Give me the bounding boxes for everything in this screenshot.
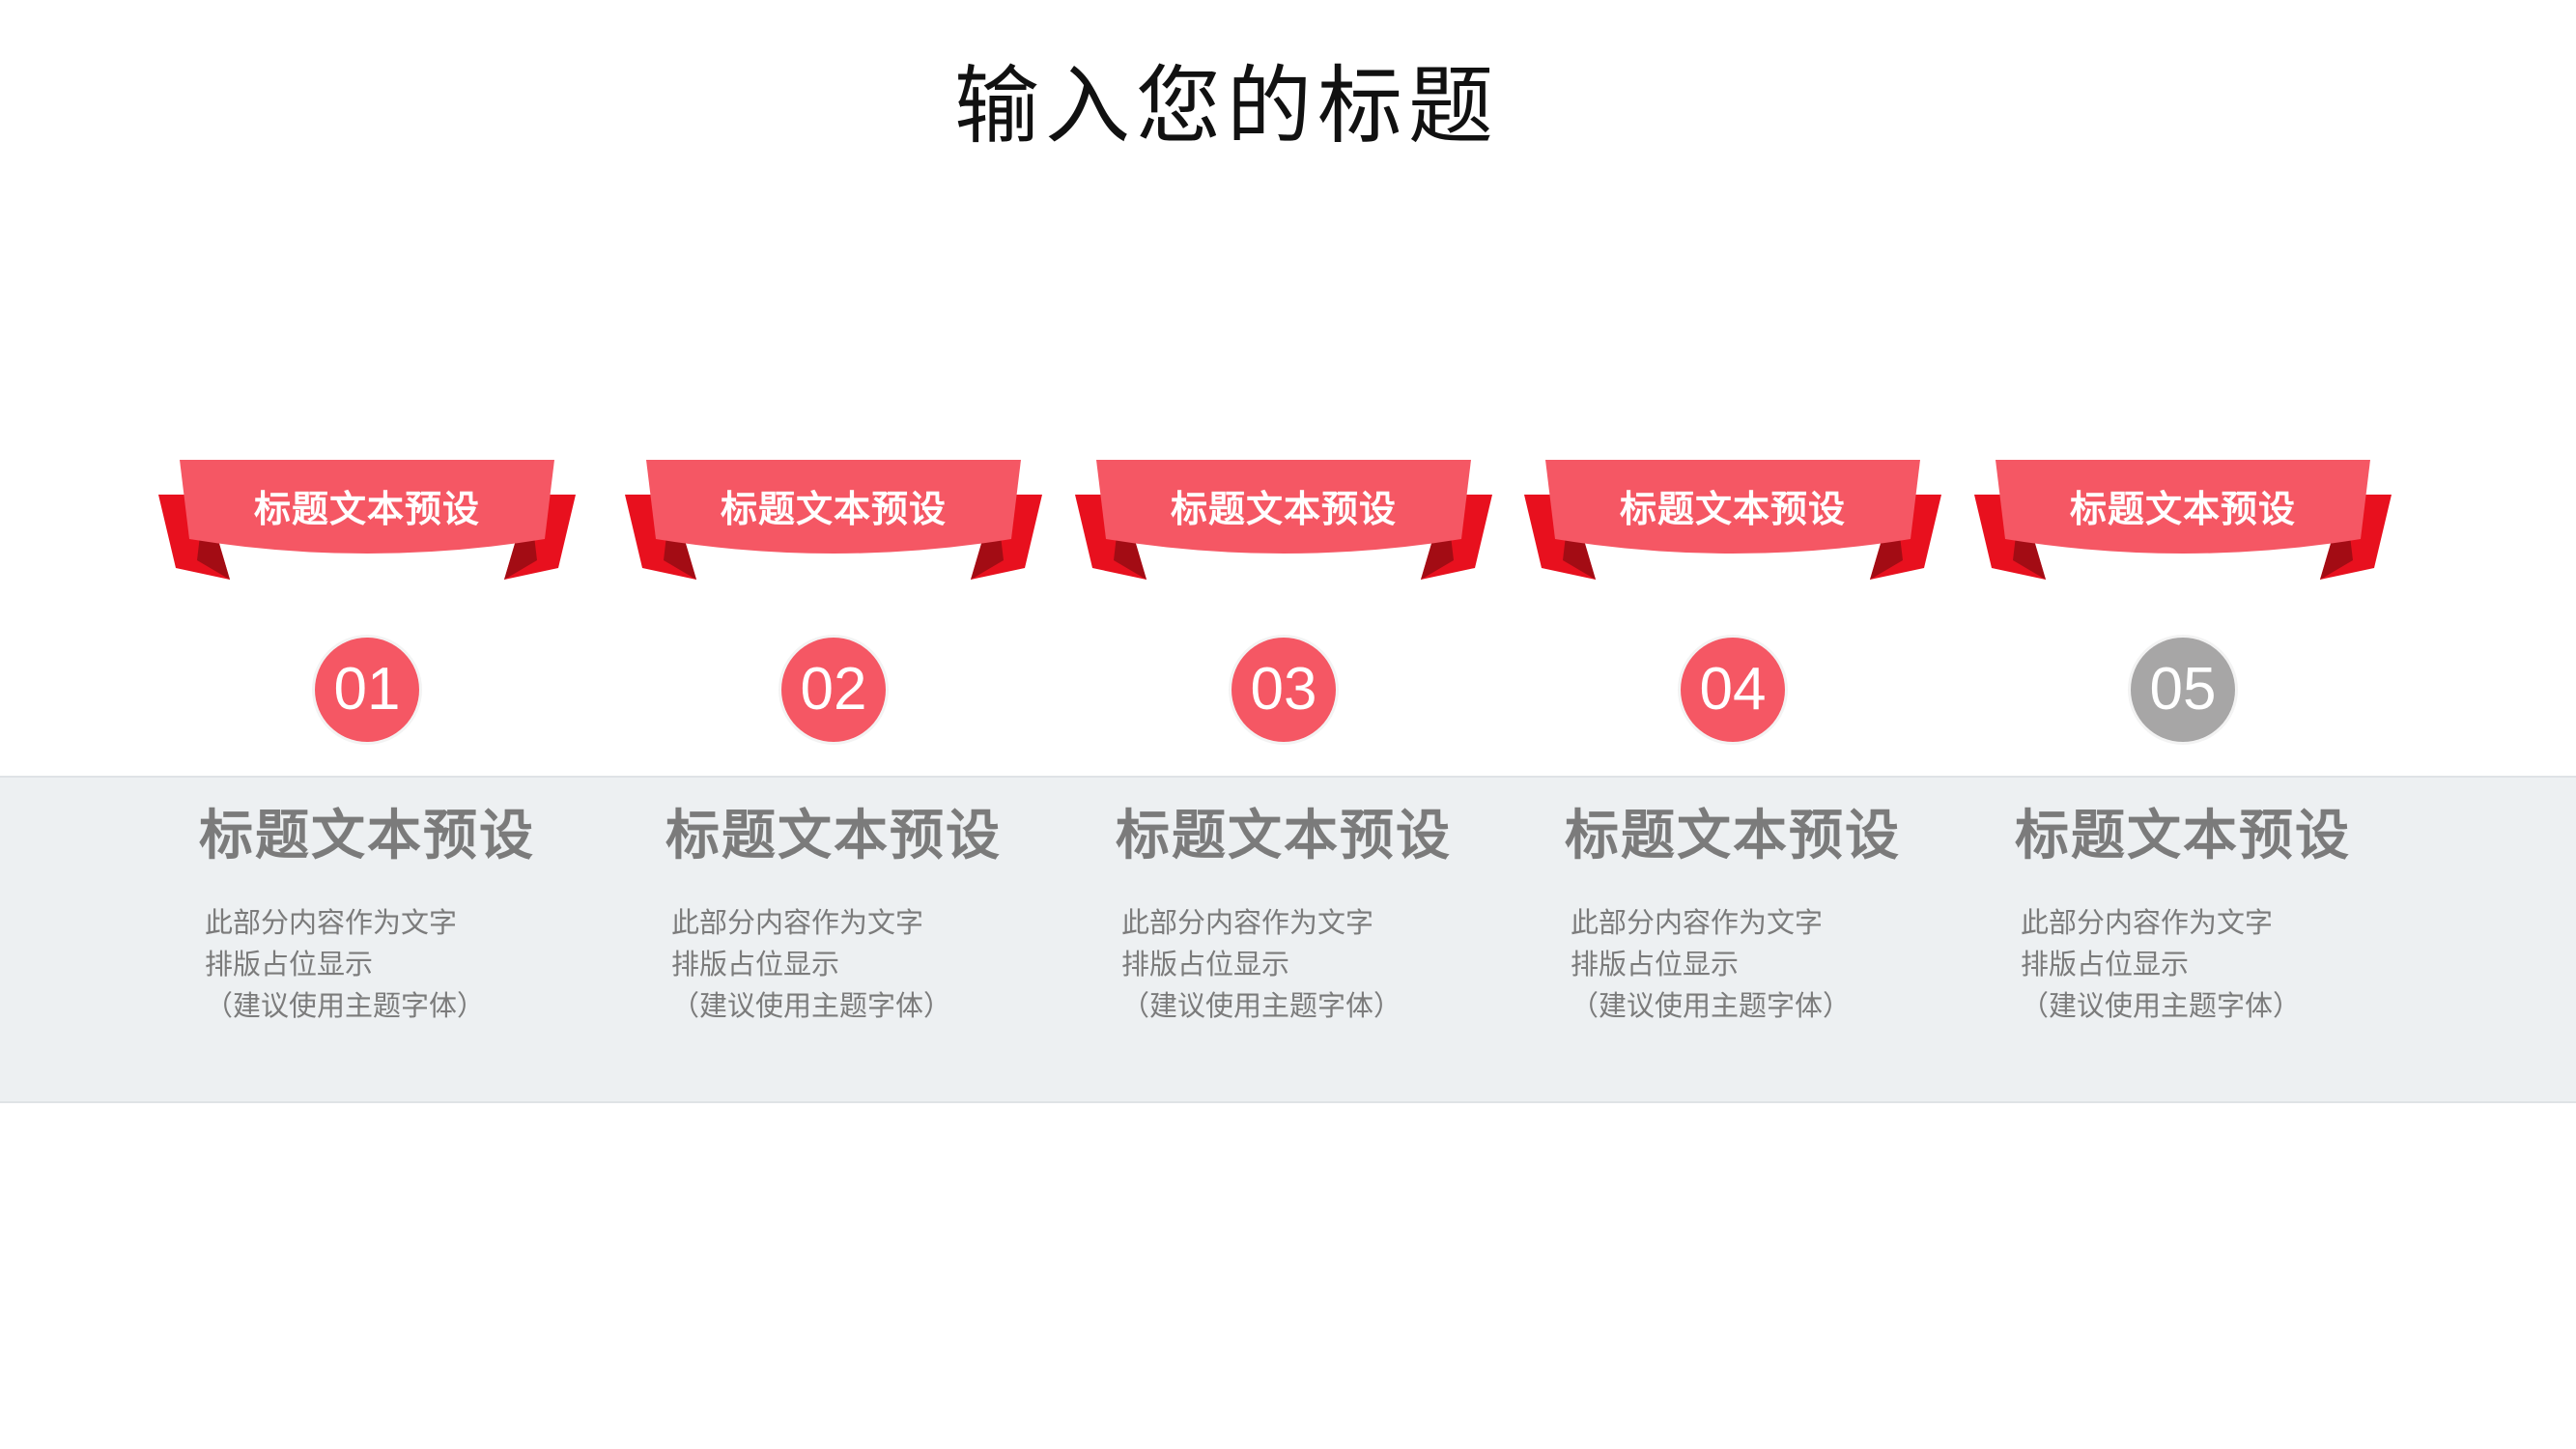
description-line: 此部分内容作为文字 bbox=[205, 906, 458, 939]
step-column-5: 标题文本预设 05 标题文本预设 此部分内容作为文字 排版占位显示 （建议使用主… bbox=[1970, 0, 2395, 1159]
item-heading: 标题文本预设 bbox=[665, 805, 1002, 867]
item-description: 此部分内容作为文字 排版占位显示 （建议使用主题字体） bbox=[1121, 902, 1488, 1027]
ribbon-label: 标题文本预设 bbox=[2069, 488, 2296, 530]
description-line: 此部分内容作为文字 bbox=[671, 906, 924, 939]
step-number-badge: 02 bbox=[781, 638, 886, 742]
description-line: 排版占位显示 bbox=[205, 948, 374, 980]
description-line: （建议使用主题字体） bbox=[2021, 989, 2302, 1022]
ribbon-banner: 标题文本预设 bbox=[1071, 460, 1496, 580]
ribbon-banner: 标题文本预设 bbox=[155, 460, 580, 580]
step-column-1: 标题文本预设 01 标题文本预设 此部分内容作为文字 排版占位显示 （建议使用主… bbox=[155, 0, 580, 1159]
description-line: 排版占位显示 bbox=[1121, 948, 1290, 980]
step-number-badge: 01 bbox=[315, 638, 419, 742]
description-line: 排版占位显示 bbox=[2021, 948, 2190, 980]
step-column-3: 标题文本预设 03 标题文本预设 此部分内容作为文字 排版占位显示 （建议使用主… bbox=[1071, 0, 1496, 1159]
item-description: 此部分内容作为文字 排版占位显示 （建议使用主题字体） bbox=[205, 902, 572, 1027]
item-heading: 标题文本预设 bbox=[2015, 805, 2351, 867]
content-band bbox=[0, 776, 2576, 1103]
step-number-badge: 05 bbox=[2131, 638, 2235, 742]
description-line: 此部分内容作为文字 bbox=[2021, 906, 2274, 939]
description-line: 此部分内容作为文字 bbox=[1121, 906, 1374, 939]
item-description: 此部分内容作为文字 排版占位显示 （建议使用主题字体） bbox=[671, 902, 1038, 1027]
item-description: 此部分内容作为文字 排版占位显示 （建议使用主题字体） bbox=[2021, 902, 2388, 1027]
item-description: 此部分内容作为文字 排版占位显示 （建议使用主题字体） bbox=[1571, 902, 1938, 1027]
description-line: 此部分内容作为文字 bbox=[1571, 906, 1824, 939]
ribbon-banner: 标题文本预设 bbox=[621, 460, 1046, 580]
ribbon-label: 标题文本预设 bbox=[1170, 488, 1397, 530]
description-line: 排版占位显示 bbox=[1571, 948, 1740, 980]
description-line: 排版占位显示 bbox=[671, 948, 840, 980]
step-column-4: 标题文本预设 04 标题文本预设 此部分内容作为文字 排版占位显示 （建议使用主… bbox=[1520, 0, 1945, 1159]
step-number-badge: 04 bbox=[1681, 638, 1785, 742]
item-heading: 标题文本预设 bbox=[1565, 805, 1901, 867]
description-line: （建议使用主题字体） bbox=[1121, 989, 1402, 1022]
ribbon-label: 标题文本预设 bbox=[1619, 488, 1846, 530]
step-number-badge: 03 bbox=[1231, 638, 1336, 742]
description-line: （建议使用主题字体） bbox=[1571, 989, 1852, 1022]
description-line: （建议使用主题字体） bbox=[671, 989, 952, 1022]
description-line: （建议使用主题字体） bbox=[205, 989, 486, 1022]
page-title: 输入您的标题 bbox=[953, 56, 1499, 156]
ribbon-label: 标题文本预设 bbox=[253, 488, 480, 530]
ribbon-banner: 标题文本预设 bbox=[1520, 460, 1945, 580]
step-column-2: 标题文本预设 02 标题文本预设 此部分内容作为文字 排版占位显示 （建议使用主… bbox=[621, 0, 1046, 1159]
ribbon-banner: 标题文本预设 bbox=[1970, 460, 2395, 580]
ribbon-label: 标题文本预设 bbox=[720, 488, 947, 530]
item-heading: 标题文本预设 bbox=[1116, 805, 1452, 867]
item-heading: 标题文本预设 bbox=[199, 805, 535, 867]
